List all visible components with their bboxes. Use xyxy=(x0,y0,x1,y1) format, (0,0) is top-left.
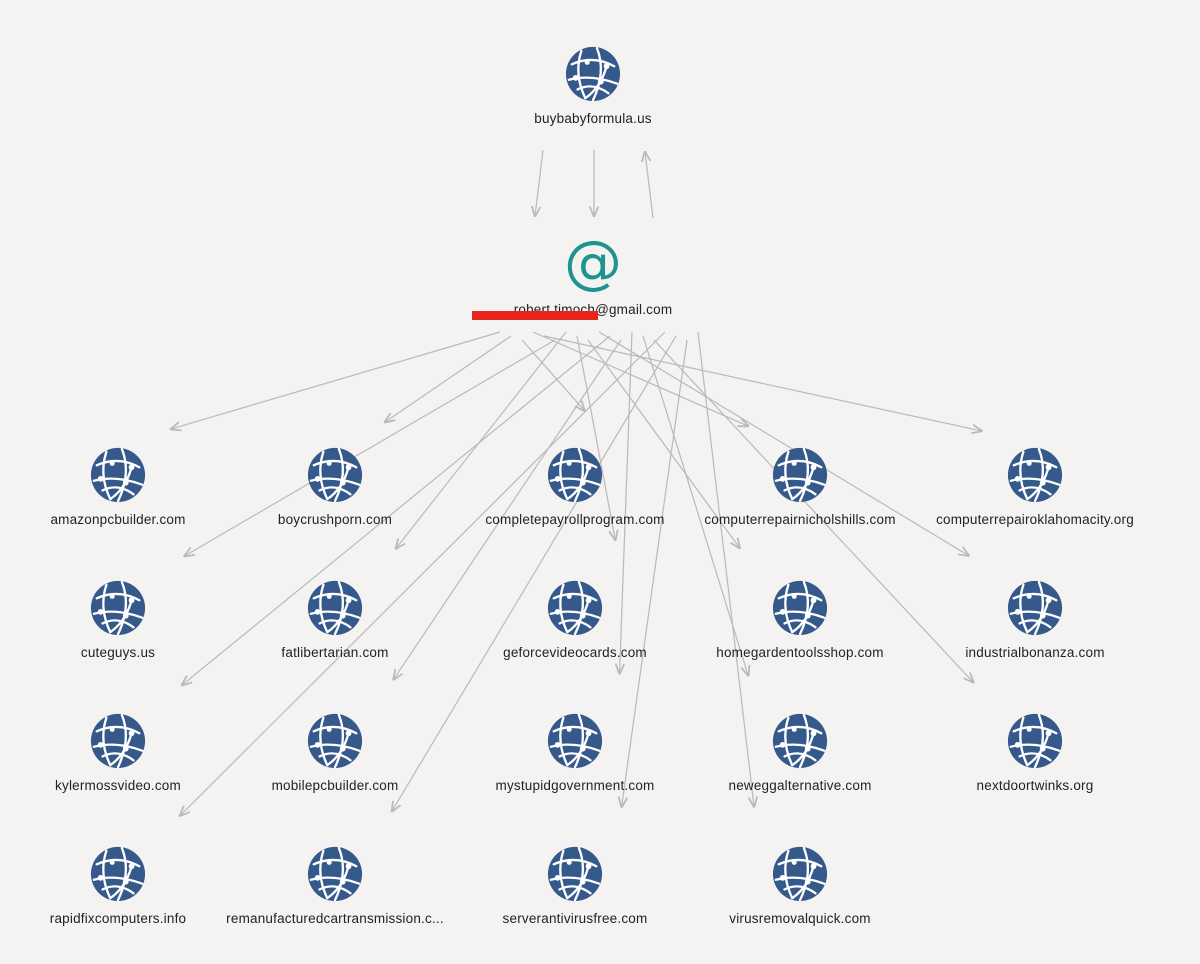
globe-icon xyxy=(1007,580,1063,636)
globe-icon xyxy=(772,713,828,769)
edge-email-domain xyxy=(180,331,666,816)
globe-icon xyxy=(90,846,146,902)
domain-node[interactable]: nextdoortwinks.org xyxy=(915,712,1155,793)
edge-email-domain xyxy=(521,339,585,411)
node-label: cuteguys.us xyxy=(80,645,156,660)
domain-node[interactable]: mobilepcbuilder.com xyxy=(215,712,455,793)
globe-icon xyxy=(547,580,603,636)
edge-email-domain xyxy=(185,339,556,556)
edge-email-domain xyxy=(622,339,688,807)
edge-email-domain xyxy=(653,339,973,682)
domain-node[interactable]: serverantivirusfree.com xyxy=(455,845,695,926)
edge-email-domain xyxy=(182,335,611,685)
edge-email-domain xyxy=(587,339,740,548)
domain-node[interactable]: geforcevideocards.com xyxy=(455,579,695,660)
globe-icon xyxy=(565,46,621,102)
node-label: amazonpcbuilder.com xyxy=(50,512,186,527)
edge-email-domain xyxy=(598,331,969,556)
globe-icon xyxy=(547,447,603,503)
domain-node[interactable]: virusremovalquick.com xyxy=(680,845,920,926)
edge-root-email xyxy=(535,149,544,216)
edge-email-domain xyxy=(620,331,633,673)
node-label: fatlibertarian.com xyxy=(281,645,389,660)
redaction-bar xyxy=(472,311,598,320)
edge-email-domain xyxy=(394,339,622,679)
node-label: nextdoortwinks.org xyxy=(976,778,1094,793)
edge-email-domain xyxy=(697,331,754,807)
globe-icon xyxy=(90,447,146,503)
edge-email-domain xyxy=(171,331,501,429)
node-label: serverantivirusfree.com xyxy=(502,911,648,926)
at-icon: @ xyxy=(564,228,622,296)
edge-email-root xyxy=(645,152,654,219)
node-label: buybabyformula.us xyxy=(534,111,652,126)
node-label: mystupidgovernment.com xyxy=(495,778,655,793)
domain-node[interactable]: mystupidgovernment.com xyxy=(455,712,695,793)
node-label: geforcevideocards.com xyxy=(503,645,647,660)
domain-node[interactable]: cuteguys.us xyxy=(0,579,238,660)
domain-node[interactable]: completepayrollprogram.com xyxy=(455,446,695,527)
domain-node[interactable]: computerrepairoklahomacity.org xyxy=(915,446,1155,527)
edge-email-domain xyxy=(532,331,748,426)
node-label: completepayrollprogram.com xyxy=(485,512,665,527)
globe-icon xyxy=(1007,447,1063,503)
node-label: rapidfixcomputers.info xyxy=(49,911,187,926)
globe-icon xyxy=(307,713,363,769)
node-label: computerrepairoklahomacity.org xyxy=(936,512,1134,527)
domain-node[interactable]: homegardentoolsshop.com xyxy=(680,579,920,660)
globe-icon xyxy=(90,580,146,636)
node-label: boycrushporn.com xyxy=(277,512,393,527)
edge-email-domain xyxy=(576,335,615,540)
node-label: industrialbonanza.com xyxy=(965,645,1105,660)
node-label: computerrepairnicholshills.com xyxy=(704,512,896,527)
domain-node[interactable]: fatlibertarian.com xyxy=(215,579,455,660)
node-label: mobilepcbuilder.com xyxy=(271,778,399,793)
domain-node[interactable]: boycrushporn.com xyxy=(215,446,455,527)
domain-node[interactable]: neweggalternative.com xyxy=(680,712,920,793)
globe-icon xyxy=(772,846,828,902)
node-email[interactable]: @ robert.timoch@gmail.com xyxy=(473,230,713,317)
edge-email-domain xyxy=(392,335,677,811)
domain-node[interactable]: rapidfixcomputers.info xyxy=(0,845,238,926)
globe-icon xyxy=(1007,713,1063,769)
node-label: remanufacturedcartransmission.c... xyxy=(226,911,444,926)
node-label: kylermossvideo.com xyxy=(55,778,181,793)
node-label: homegardentoolsshop.com xyxy=(716,645,884,660)
globe-icon xyxy=(772,580,828,636)
node-buybabyformula[interactable]: buybabyformula.us xyxy=(473,45,713,126)
globe-icon xyxy=(307,580,363,636)
node-label: virusremovalquick.com xyxy=(729,911,871,926)
edge-email-domain xyxy=(385,335,512,422)
domain-node[interactable]: amazonpcbuilder.com xyxy=(0,446,238,527)
node-label: neweggalternative.com xyxy=(728,778,872,793)
edge-email-domain xyxy=(396,331,567,548)
domain-node[interactable]: kylermossvideo.com xyxy=(0,712,238,793)
globe-icon xyxy=(90,713,146,769)
domain-node[interactable]: remanufacturedcartransmission.c... xyxy=(215,845,455,926)
globe-icon xyxy=(547,713,603,769)
globe-icon xyxy=(772,447,828,503)
domain-node[interactable]: computerrepairnicholshills.com xyxy=(680,446,920,527)
globe-icon xyxy=(307,846,363,902)
globe-icon xyxy=(547,846,603,902)
edge-email-domain xyxy=(543,335,982,431)
edge-email-domain xyxy=(642,335,748,675)
globe-icon xyxy=(307,447,363,503)
domain-node[interactable]: industrialbonanza.com xyxy=(915,579,1155,660)
